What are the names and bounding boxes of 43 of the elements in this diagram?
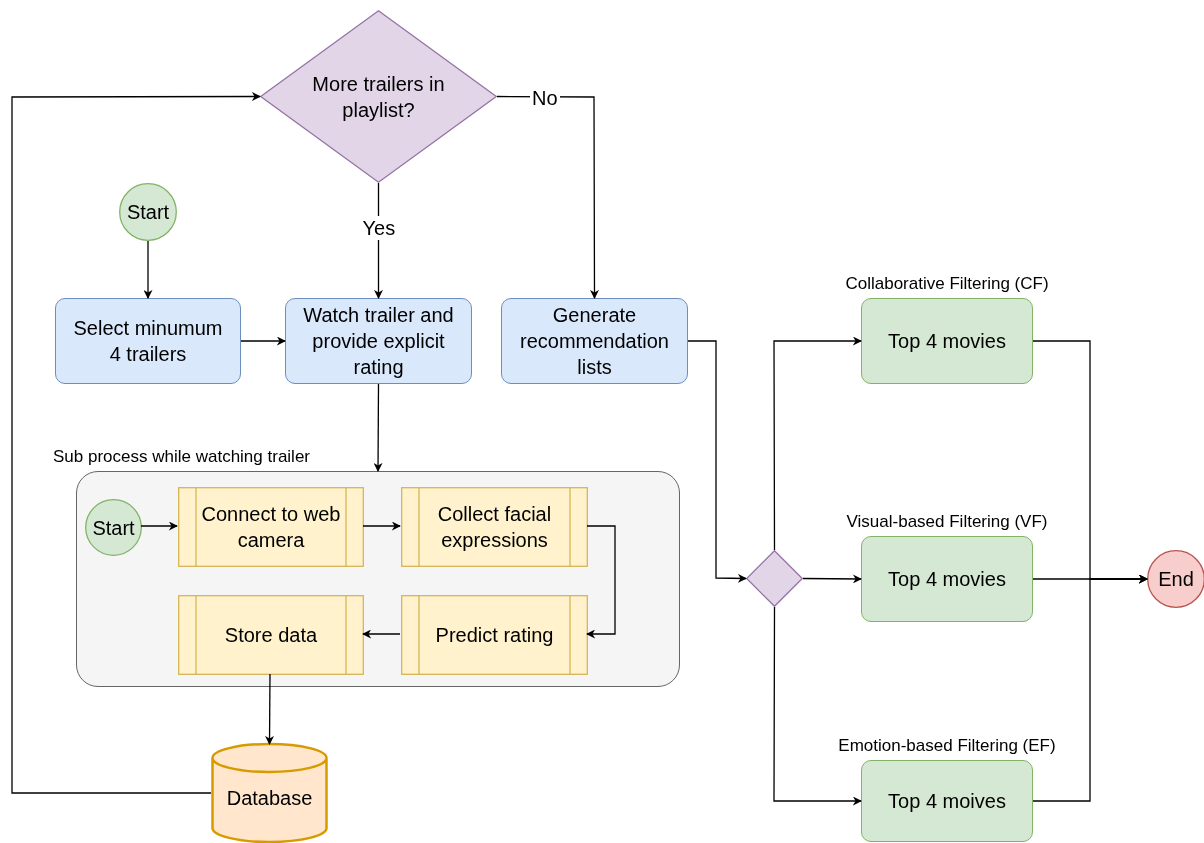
arrow bbox=[802, 574, 862, 584]
node-text: Generate recommendation lists bbox=[519, 303, 670, 380]
node-text: Collect facial expressions bbox=[436, 502, 553, 553]
node-text: More trailers in playlist? bbox=[311, 71, 446, 123]
node-text: Connect to web camera bbox=[200, 502, 342, 553]
node-text: Database bbox=[226, 786, 313, 811]
node-text: Select minumum 4 trailers bbox=[72, 316, 224, 367]
node-text: Start bbox=[92, 515, 135, 541]
arrow bbox=[143, 240, 153, 299]
edge-label: Yes bbox=[360, 216, 398, 240]
arrow bbox=[373, 383, 383, 472]
arrow bbox=[687, 340, 747, 583]
arrow bbox=[773, 336, 862, 551]
decision-diamond bbox=[746, 550, 803, 607]
node-text: Top 4 movies bbox=[888, 329, 1006, 354]
node-text: Watch trailer and provide explicit rating bbox=[302, 303, 455, 380]
terminal-circle bbox=[85, 499, 142, 556]
subprocess-box bbox=[178, 595, 364, 675]
arrow bbox=[240, 336, 286, 346]
process-box bbox=[501, 298, 688, 384]
node-text: Store data bbox=[224, 623, 318, 648]
node-text: Start bbox=[126, 200, 170, 225]
subprocess-box bbox=[401, 595, 588, 675]
node-text: End bbox=[1158, 567, 1194, 592]
process-box bbox=[285, 298, 472, 384]
arrow bbox=[1032, 574, 1148, 802]
section-heading: Visual-based Filtering (VF) bbox=[845, 512, 1049, 532]
section-heading: Emotion-based Filtering (EF) bbox=[837, 736, 1057, 756]
arrow bbox=[496, 95, 599, 299]
database-cylinder bbox=[211, 744, 328, 842]
arrow bbox=[265, 673, 275, 745]
section-heading: Sub process while watching trailer bbox=[53, 447, 310, 467]
terminal-circle bbox=[119, 183, 177, 241]
node-text: Predict rating bbox=[435, 623, 554, 648]
subprocess-box bbox=[178, 487, 364, 567]
decision-diamond bbox=[260, 10, 497, 183]
subprocess-box bbox=[401, 487, 588, 567]
arrow bbox=[11, 92, 261, 794]
arrow bbox=[773, 606, 862, 806]
section-heading: Collaborative Filtering (CF) bbox=[844, 274, 1050, 294]
process-box bbox=[55, 298, 241, 384]
node-text: Top 4 movies bbox=[888, 567, 1006, 592]
node-text: Top 4 moives bbox=[888, 789, 1006, 814]
